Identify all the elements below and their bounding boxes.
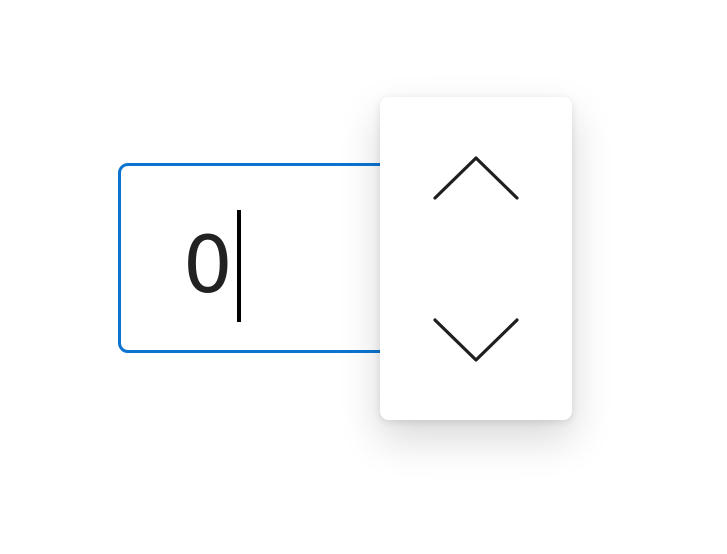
chevron-down-icon <box>433 317 519 362</box>
increment-button[interactable] <box>380 97 572 258</box>
value-area[interactable]: 0 <box>183 206 241 326</box>
number-value: 0 <box>183 221 233 311</box>
number-input-box[interactable]: 0 <box>118 163 408 353</box>
chevron-up-icon <box>433 155 519 200</box>
text-caret <box>236 210 241 322</box>
decrement-button[interactable] <box>380 259 572 420</box>
spin-buttons-popup <box>380 97 572 420</box>
